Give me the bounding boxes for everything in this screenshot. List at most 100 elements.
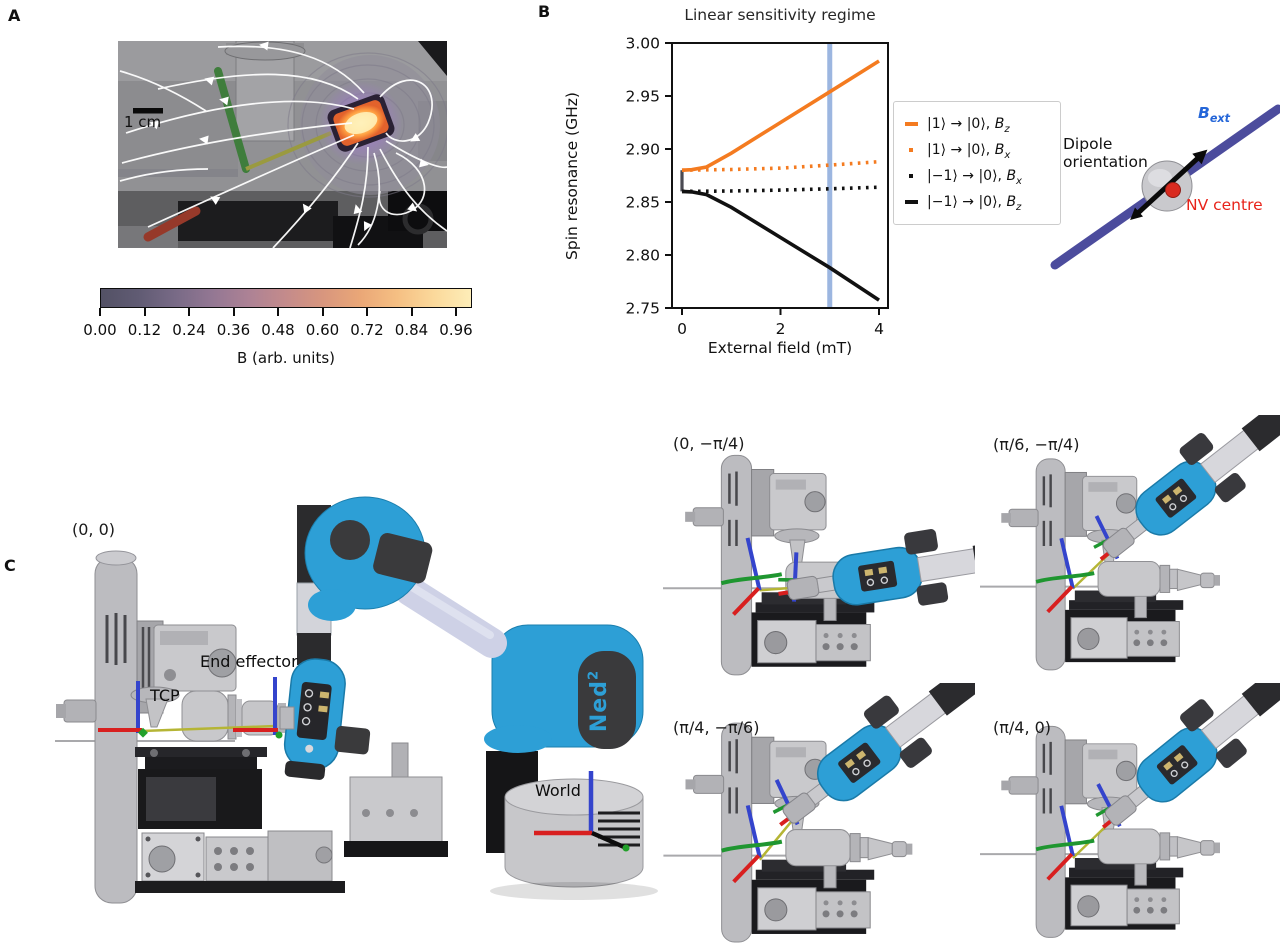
legend-key-solid <box>904 200 918 204</box>
legend-key-solid <box>904 122 918 126</box>
colorbar-tick-label: 0.12 <box>127 321 162 339</box>
scale-bar-label: 1 cm <box>124 113 162 131</box>
robot-gripper <box>283 658 371 780</box>
tcp-z-axis <box>745 537 762 591</box>
legend-label: |−1⟩ → |0⟩, Bx <box>927 168 1023 187</box>
tcp-x-axis <box>1046 852 1074 881</box>
world-y-axis <box>591 830 625 850</box>
tcp-x-axis <box>1046 585 1074 614</box>
robot-gripper-arm <box>772 683 975 827</box>
b-ext-label: Bext <box>1198 104 1230 126</box>
glowing-magnet <box>327 94 395 152</box>
colorbar-tick <box>99 308 101 316</box>
brand-plate <box>578 651 636 749</box>
field-line-arrows <box>149 41 429 232</box>
colorbar-tick <box>188 308 190 316</box>
y-tick-label: 2.90 <box>625 141 660 159</box>
b-ext-sub: ext <box>1209 112 1230 126</box>
colorbar-tick-label: 0.24 <box>172 321 206 339</box>
chart-title: Linear sensitivity regime <box>684 6 876 24</box>
colorbar-tick <box>277 308 279 316</box>
pose-label-3: (π/4, −π/6) <box>673 718 760 737</box>
mount-and-stage <box>663 722 875 943</box>
colorbar-tick-label: 0.48 <box>261 321 295 339</box>
brand-base: Ned <box>587 680 612 733</box>
y-tick-label: 3.00 <box>625 35 660 53</box>
robot-scene-pose-2 <box>980 415 1280 671</box>
series-line-3 <box>681 189 880 302</box>
panel-a-letter: A <box>8 6 21 25</box>
tcp-y-axis <box>720 572 783 586</box>
tcp-x-axis <box>732 854 761 884</box>
legend-key-dotted <box>904 148 918 152</box>
legend-label: |−1⟩ → |0⟩, Bz <box>927 194 1022 213</box>
ned2-robot <box>279 496 658 900</box>
objective-lens <box>1097 828 1220 886</box>
x-tick-label: 4 <box>874 320 884 338</box>
mount-and-stage <box>663 454 875 676</box>
robot-scene-pose-3 <box>663 683 975 943</box>
colorbar-tick <box>321 308 324 316</box>
robot-scene-pose-1 <box>663 454 975 676</box>
tcp-z-axis <box>745 805 762 859</box>
brand-sup: 2 <box>586 669 602 681</box>
nv-dipole-illustration <box>1050 104 1280 270</box>
objective-lens <box>1097 561 1220 619</box>
colorbar-tick-label: 0.60 <box>305 321 340 339</box>
tcp-label: TCP <box>150 686 180 705</box>
legend-entry-1: |1⟩ → |0⟩, Bx <box>904 137 1050 163</box>
world-frame <box>534 771 630 852</box>
robot-gripper-arm <box>778 529 975 606</box>
tcp-z-axis <box>1059 805 1075 857</box>
colorbar-tick-label: 0.36 <box>216 321 251 339</box>
tcp-frame-axes <box>720 537 783 616</box>
tcp-y-axis <box>1035 571 1095 584</box>
legend-key-dotted <box>904 174 918 178</box>
chart-legend: |1⟩ → |0⟩, Bz |1⟩ → |0⟩, Bx |−1⟩ → |0⟩, Bx… <box>893 101 1061 225</box>
colorbar-tick <box>232 308 235 316</box>
mount-and-stage <box>980 725 1184 938</box>
objective-lens <box>785 829 913 889</box>
dipole-orientation-line2: orientation <box>1063 152 1148 171</box>
chart-x-axis-label: External field (mT) <box>707 339 853 357</box>
robot-scene-pose-4 <box>980 683 1280 938</box>
scale-bar <box>133 108 163 114</box>
pose-label-main: (0, 0) <box>72 520 116 539</box>
main-apparatus <box>55 550 448 904</box>
x-tick-label: 2 <box>776 320 786 338</box>
panel-b-letter: B <box>538 2 551 21</box>
y-tick-label: 2.85 <box>625 194 660 212</box>
nv-centre-label: NV centre <box>1186 196 1263 214</box>
dipole-arrowhead-down <box>1130 207 1144 221</box>
tcp-frame-axes <box>1035 805 1095 881</box>
green-rod <box>214 67 250 173</box>
tcp-y-axis <box>1035 838 1095 852</box>
colorbar-tick <box>410 308 413 316</box>
legend-label: |1⟩ → |0⟩, Bz <box>927 116 1010 135</box>
series-line-1 <box>681 159 880 172</box>
plot-frame <box>671 42 889 309</box>
colorbar-tick <box>143 308 146 316</box>
end-effector-frame <box>233 677 283 739</box>
pose-label-4: (π/4, 0) <box>993 718 1052 737</box>
colorbar-tick-label: 0.96 <box>439 321 473 339</box>
colorbar-tick-label: 0.72 <box>350 321 384 339</box>
y-tick-label: 2.75 <box>625 300 660 318</box>
colorbar <box>100 288 472 308</box>
y-tick-label: 2.95 <box>625 88 660 106</box>
world-label: World <box>535 781 581 800</box>
apparatus-photo-background <box>118 41 447 248</box>
legend-entry-2: |−1⟩ → |0⟩, Bx <box>904 163 1050 189</box>
tool-axis-line <box>141 724 277 733</box>
legend-label: |1⟩ → |0⟩, Bx <box>927 142 1011 161</box>
robot-gripper-arm <box>1095 683 1280 829</box>
legend-entry-3: |−1⟩ → |0⟩, Bz <box>904 189 1050 215</box>
dipole-orientation-line1: Dipole <box>1063 135 1113 153</box>
robot-gripper-arm <box>1093 415 1280 561</box>
colorbar-tick <box>366 308 368 316</box>
robot-link-tube <box>395 576 507 658</box>
tcp-frame-axes <box>1035 537 1095 614</box>
field-lines <box>119 45 447 248</box>
